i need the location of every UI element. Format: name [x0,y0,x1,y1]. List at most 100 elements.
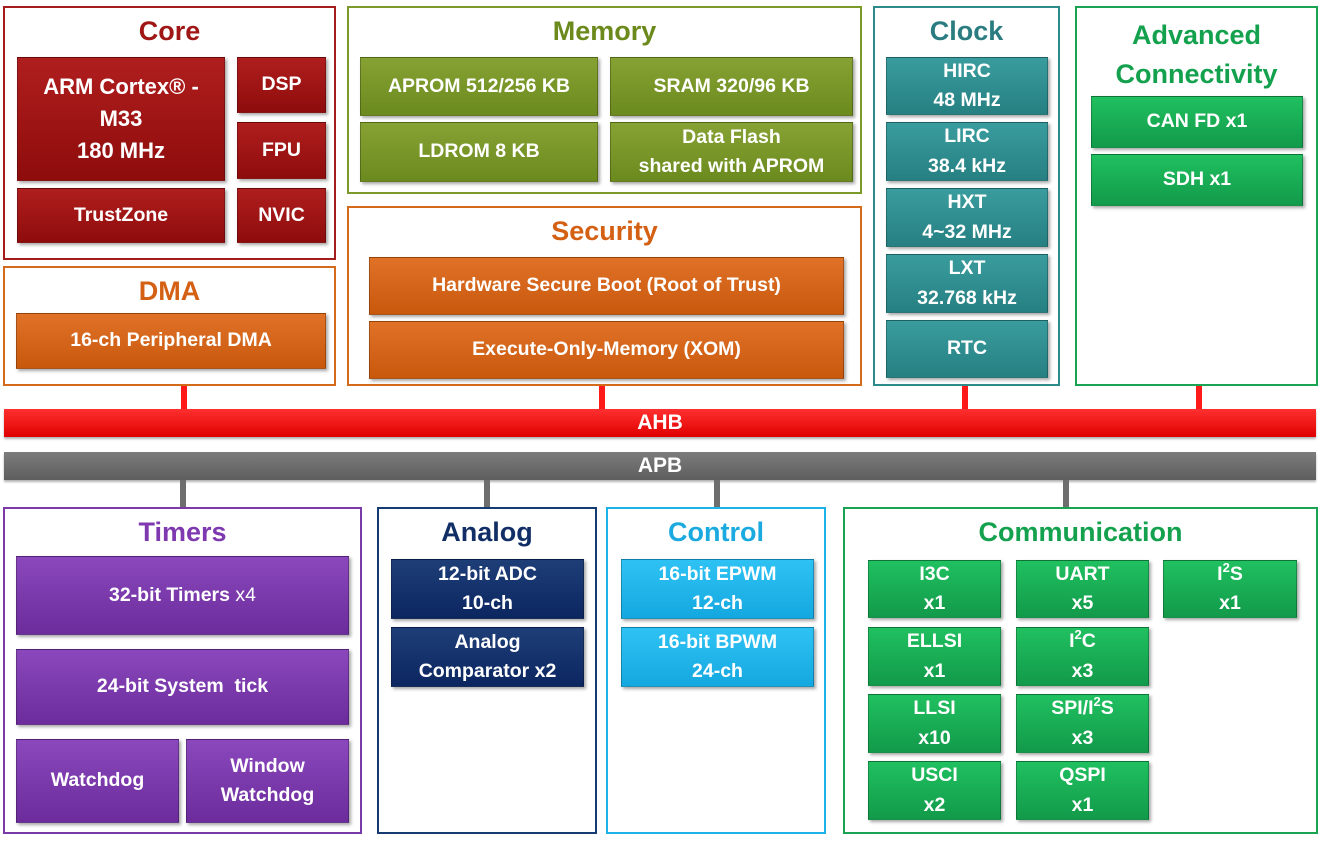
bpwm-channels: 24-ch [692,660,743,682]
lirc-freq: 38.4 kHz [927,154,1007,177]
control-title: Control [668,517,764,547]
hirc-block: HIRC 48 MHz [886,57,1048,115]
window-watchdog-line1: Window [230,754,305,777]
bpwm-label: 16-bit BPWM [657,630,778,653]
advanced-title-line1: Advanced [1131,20,1262,50]
hirc-label: HIRC [943,59,991,82]
ellsi-block: ELLSI x1 [868,627,1001,686]
i3c-count: x1 [923,592,946,614]
adc-label: 12-bit ADC [438,562,537,585]
apb-connector-timers [180,480,186,507]
peripheral-dma-block: 16-ch Peripheral DMA [16,313,326,369]
comparator-line1: Analog [454,630,521,653]
adc-channels: 10-ch [462,592,513,614]
i2s-label-pre: I [1217,562,1223,585]
timer32-count: x4 [235,583,257,606]
ahb-connector-security [599,386,605,410]
ahb-connector-clock [962,386,968,410]
i2s-label-post: S [1229,562,1243,585]
i2c-label-sup: 2 [1074,627,1082,643]
core-title: Core [138,16,201,46]
timer32-block: 32-bit Timers x4 [16,556,349,635]
spi-i2s-label-sup: 2 [1093,694,1101,710]
qspi-label: QSPI [1059,764,1106,787]
timer32-label: 32-bit Timers [108,583,230,606]
lxt-label: LXT [948,257,986,280]
timers-panel: Timers 32-bit Timers x4 24-bit System ti… [3,507,362,834]
dataflash-line2: shared with APROM [638,155,825,177]
advanced-title-line2: Connectivity [1115,59,1278,90]
ellsi-label: ELLSI [906,630,963,653]
adc-block: 12-bit ADC 10-ch [391,559,584,619]
i2c-label-post: C [1081,630,1096,653]
fpu-block: FPU [237,122,326,179]
advanced-connectivity-panel: Advanced Connectivity CAN FD x1 SDH x1 [1075,6,1318,386]
llsi-label: LLSI [913,697,956,720]
trustzone-block: TrustZone [17,188,225,243]
lxt-block: LXT 32.768 kHz [886,254,1048,313]
sdh-block: SDH x1 [1091,154,1303,206]
llsi-block: LLSI x10 [868,694,1001,753]
watchdog-block: Watchdog [16,739,179,823]
sram-block: SRAM 320/96 KB [610,57,853,116]
core-panel: Core ARM Cortex® - M33 180 MHz DSP FPU T… [3,6,336,260]
hxt-freq: 4~32 MHz [922,220,1012,243]
apb-connector-control [714,480,720,507]
apb-connector-analog [484,480,490,507]
memory-panel: Memory APROM 512/256 KB SRAM 320/96 KB L… [347,6,862,194]
lirc-label: LIRC [944,125,990,148]
secure-boot-block: Hardware Secure Boot (Root of Trust) [369,257,844,315]
uart-count: x5 [1071,592,1094,614]
dataflash-block: Data Flash shared with APROM [610,122,853,182]
ahb-connector-advanced [1196,386,1202,410]
security-title: Security [551,216,658,246]
memory-title: Memory [552,16,657,46]
systick-block: 24-bit System tick [16,649,349,725]
i2c-count: x3 [1071,659,1094,682]
qspi-count: x1 [1071,793,1094,816]
nvic-block: NVIC [237,188,326,243]
analog-title: Analog [441,517,533,547]
dma-panel: DMA 16-ch Peripheral DMA [3,266,336,386]
apb-bus: APB [4,452,1316,480]
ellsi-count: x1 [923,659,946,682]
cpu-name-line2: M33 [99,106,143,132]
cpu-block: ARM Cortex® - M33 180 MHz [17,57,225,181]
ahb-connector-dma [181,386,187,410]
bpwm-block: 16-bit BPWM 24-ch [621,627,814,687]
spi-i2s-count: x3 [1071,726,1094,749]
usci-label: USCI [911,764,958,787]
i2s-count: x1 [1219,592,1241,614]
hirc-freq: 48 MHz [933,89,1001,111]
aprom-block: APROM 512/256 KB [360,57,598,116]
cpu-frequency: 180 MHz [76,137,166,163]
security-panel: Security Hardware Secure Boot (Root of T… [347,206,862,386]
communication-title: Communication [978,517,1183,547]
epwm-channels: 12-ch [692,592,743,614]
dma-title: DMA [138,276,201,306]
timers-title: Timers [138,517,227,547]
uart-label: UART [1055,562,1110,585]
spi-i2s-label-post: S [1100,697,1114,720]
i3c-label: I3C [919,562,950,585]
comparator-line2: Comparator x2 [418,660,557,682]
lirc-block: LIRC 38.4 kHz [886,122,1048,181]
dsp-block: DSP [237,57,326,113]
i2c-label-pre: I [1069,630,1075,653]
i2s-label-sup: 2 [1222,559,1230,575]
llsi-count: x10 [918,726,951,749]
lxt-freq: 32.768 kHz [917,286,1017,309]
usci-count: x2 [923,793,946,816]
uart-block: UART x5 [1016,560,1149,618]
